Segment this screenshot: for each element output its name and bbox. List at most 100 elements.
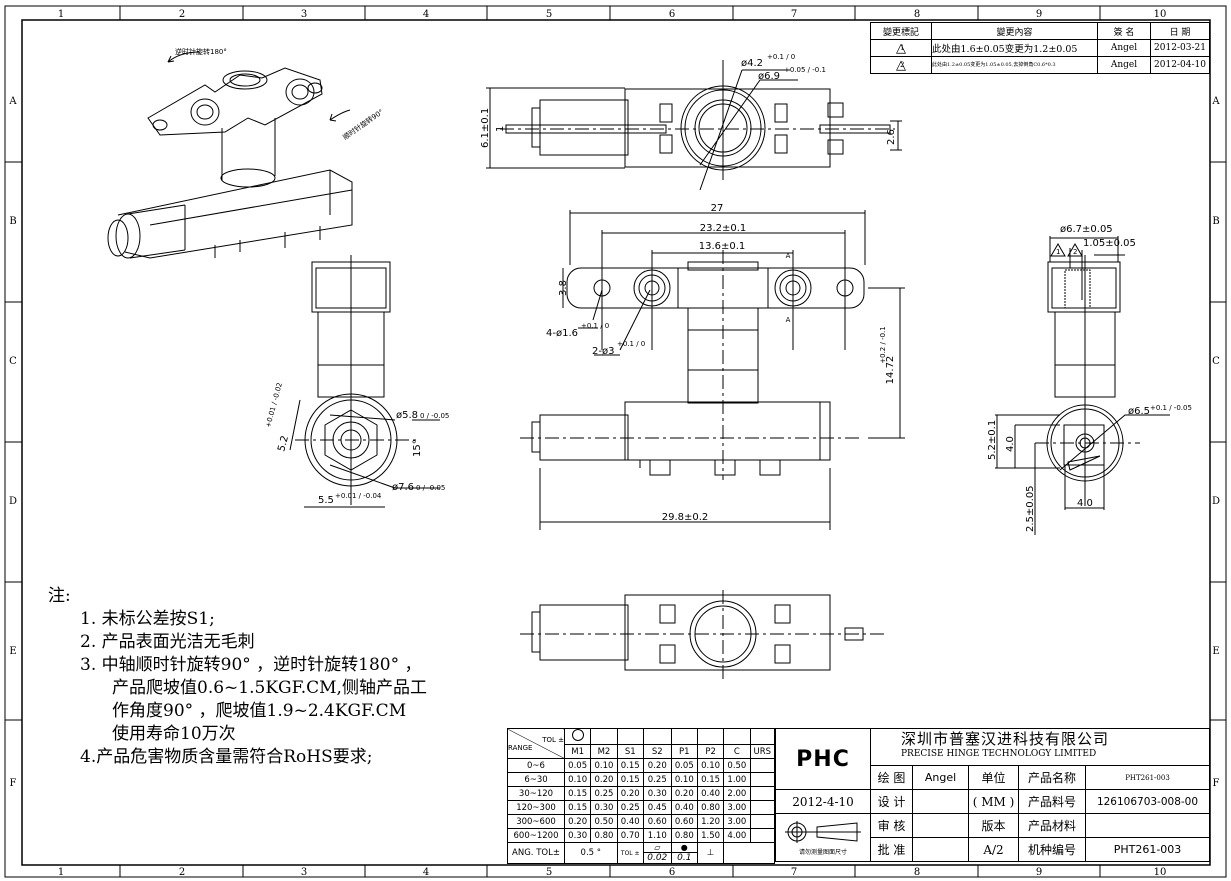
right-view <box>995 236 1170 535</box>
zone-col-9: 9 <box>1036 9 1042 20</box>
zone-col-10-bottom: 10 <box>1154 867 1167 878</box>
cell: 0.15 <box>563 800 592 815</box>
col-p1: P1 <box>670 744 698 759</box>
zone-col-6: 6 <box>669 9 675 20</box>
cell: 0.20 <box>563 814 592 829</box>
rev-header-date: 日 期 <box>1150 22 1210 40</box>
design-value <box>912 789 969 814</box>
range-label: RANGE <box>508 743 533 752</box>
range-cell: 120~300 <box>507 800 565 815</box>
zone-row-c: C <box>9 356 17 367</box>
dim-2-d3-tol: +0.1 / 0 <box>617 340 645 348</box>
dim-2-6: 2.6 <box>886 129 897 145</box>
cell: 0.40 <box>670 800 698 815</box>
drawn-label: 绘 图 <box>870 765 913 790</box>
left-view <box>289 255 440 508</box>
rev-signer: Angel <box>1097 56 1151 74</box>
zone-col-9-bottom: 9 <box>1036 867 1042 878</box>
revision-triangle-icon: △1 <box>870 39 932 57</box>
cell: 0.25 <box>642 772 672 787</box>
note-3: 3. 中轴顺时针旋转90° ，逆时针旋转180° ， <box>80 655 422 675</box>
cell: 0.30 <box>563 828 592 843</box>
rev-content: 此处由1.2±0.05变更为1.05±0.05,去掉倒角C0.6*0.3 <box>931 56 1098 74</box>
cell: 0.20 <box>590 772 618 787</box>
zone-row-a-right: A <box>1211 96 1220 107</box>
cell: 0.25 <box>616 800 644 815</box>
dim-5-5-tol: +0.01 / -0.04 <box>335 492 382 500</box>
dim-d7-6-tol: 0 / -0.05 <box>416 484 445 492</box>
cell <box>749 758 776 773</box>
cell: 0.10 <box>670 772 698 787</box>
cell <box>749 786 776 801</box>
part-no-label: 产品料号 <box>1018 789 1086 814</box>
rev-header-content: 變更內容 <box>931 22 1098 40</box>
zone-col-1: 1 <box>58 9 64 20</box>
rotate-cw-label: 顺时针旋转90° <box>341 107 385 142</box>
col-m2: M2 <box>590 744 618 759</box>
dim-1: 1 <box>495 126 506 132</box>
dim-2-5: 2.5±0.05 <box>1025 485 1036 532</box>
model-label: 机种编号 <box>1018 837 1086 862</box>
cell: 0.20 <box>642 758 672 773</box>
cell: 0.40 <box>696 786 725 801</box>
dim-d6-9: ø6.9 <box>758 71 780 82</box>
rev-date: 2012-03-21 <box>1150 39 1210 57</box>
ang-tol-value: 0.5 ° <box>564 842 618 864</box>
cell: 3.00 <box>723 800 751 815</box>
rev-header-mark: 變更標記 <box>870 22 932 40</box>
flatness-icon: ▱ <box>654 843 661 853</box>
isometric-view <box>107 51 353 259</box>
dim-13-6: 13.6±0.1 <box>699 241 746 252</box>
cell: 0.15 <box>616 772 644 787</box>
drawn-value: Angel <box>912 765 969 790</box>
cell: 0.80 <box>696 800 725 815</box>
note-3-cont-3: 使用寿命10万次 <box>112 724 236 744</box>
cell: 0.60 <box>670 814 698 829</box>
zone-col-8: 8 <box>914 9 920 20</box>
cell: 0.05 <box>563 758 592 773</box>
zone-row-a: A <box>8 96 17 107</box>
col-s2: S2 <box>642 744 672 759</box>
dim-4-0-v: 4.0 <box>1005 436 1016 452</box>
dim-d4-2-tol: +0.1 / 0 <box>767 53 795 61</box>
circle-icon <box>563 728 592 745</box>
zone-ticks <box>5 6 1226 877</box>
notes: 注: 1. 未标公差按S1; 2. 产品表面光洁无毛刺 3. 中轴顺时针旋转90… <box>48 585 427 769</box>
product-name: PHT261-003 <box>1085 765 1210 790</box>
zone-col-5-bottom: 5 <box>546 867 552 878</box>
tol-short-label: TOL ± <box>616 842 644 864</box>
rev-mark-2: 2 <box>1073 248 1077 256</box>
review-value <box>912 813 969 838</box>
range-cell: 6~30 <box>507 772 565 787</box>
dim-14-72: 14.72 <box>885 356 896 385</box>
cell: 4.00 <box>723 828 751 843</box>
zone-col-4: 4 <box>423 9 429 20</box>
rev-header-signer: 簽 名 <box>1097 22 1151 40</box>
range-cell: 600~1200 <box>507 828 565 843</box>
dim-d6-5: ø6.5 <box>1128 406 1150 417</box>
dim-23-2: 23.2±0.1 <box>700 223 747 234</box>
cell: 2.00 <box>723 786 751 801</box>
range-cell: 30~120 <box>507 786 565 801</box>
zone-col-4-bottom: 4 <box>423 867 429 878</box>
ang-tol-label: ANG. TOL± <box>507 842 565 864</box>
material-value <box>1085 813 1210 838</box>
cell: 0.30 <box>590 800 618 815</box>
dim-d4-2: ø4.2 <box>741 58 763 69</box>
part-no: 126106703-008-00 <box>1085 789 1210 814</box>
version-label: 版本 <box>968 813 1019 838</box>
cell: 0.80 <box>670 828 698 843</box>
cell <box>749 814 776 829</box>
zone-row-f-right: F <box>1213 778 1220 789</box>
rev-mark-1: 1 <box>1056 248 1060 256</box>
unit-value: ( MM ) <box>968 789 1019 814</box>
dim-d5-8-tol: 0 / -0.05 <box>420 412 449 420</box>
dim-2-d3: 2-ø3 <box>592 346 614 357</box>
